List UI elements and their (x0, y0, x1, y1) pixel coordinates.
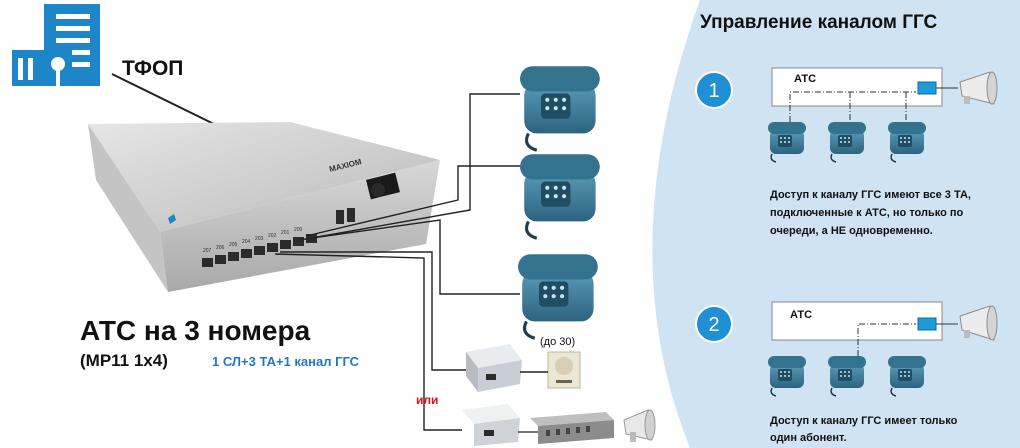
scenario-2: 2 АТС Доступ к каналу ГГС имеет только о… (695, 301, 998, 444)
pbx-model: (МР11 1х4) (80, 351, 168, 370)
pbx-title: АТС на 3 номера (80, 315, 311, 346)
intercom-module (466, 344, 522, 392)
up-to-label: (до 30) (540, 336, 575, 348)
pbx-logo-icon (168, 214, 176, 224)
horn-speaker-icon (623, 409, 656, 442)
scenario-2-pbx-label: АТС (790, 309, 812, 321)
svg-text:200: 200 (294, 227, 303, 233)
svg-text:Доступ к каналу ГГС имеет толь: Доступ к каналу ГГС имеет только (770, 415, 958, 427)
svg-text:Доступ к каналу ГГС имеют все: Доступ к каналу ГГС имеют все 3 ТА, (770, 189, 971, 201)
scenario-1-pbx-label: АТС (794, 73, 816, 85)
svg-text:203: 203 (255, 236, 264, 242)
svg-text:206: 206 (216, 245, 225, 251)
svg-text:очереди, а НЕ одновременно.: очереди, а НЕ одновременно. (770, 225, 933, 237)
wall-speaker-icon (547, 351, 581, 389)
svg-text:205: 205 (229, 242, 238, 248)
pstn-line (111, 73, 219, 127)
pbx-port-labels: 207 206 205 204 203 202 201 200 (203, 227, 303, 254)
svg-text:подключенные к АТС, но только: подключенные к АТС, но только по (770, 207, 964, 219)
svg-text:204: 204 (242, 239, 251, 245)
pstn-label: ТФОП (122, 57, 183, 80)
scenario-1-badge (695, 71, 733, 109)
scenario-1-amp-icon (917, 81, 937, 95)
scenario-1-description: Доступ к каналу ГГС имеют все 3 ТА, подк… (770, 189, 971, 237)
phone-large-1 (518, 64, 602, 152)
scenario-2-horn-icon (959, 305, 998, 341)
scenario-1: 1 АТС Доступ к каналу ГГС имеют все 3 ТА… (695, 67, 998, 237)
pbx-config: 1 СЛ+3 ТА+1 канал ГГС (212, 354, 360, 369)
phone-large-3 (516, 252, 600, 340)
svg-text:202: 202 (268, 233, 277, 239)
scenario-2-number: 2 (708, 314, 719, 336)
interface-module (462, 404, 520, 446)
phone-large-2 (518, 152, 602, 240)
svg-text:один абонент.: один абонент. (770, 432, 847, 444)
amplifier-icon (530, 412, 614, 444)
panel-header: Управление каналом ГГС (700, 12, 937, 33)
svg-text:207: 207 (203, 248, 212, 254)
building-icon (12, 4, 100, 86)
scenario-2-amp-icon (917, 317, 937, 331)
svg-text:201: 201 (281, 230, 290, 236)
wires (274, 93, 520, 431)
scenario-1-pbx-box (771, 67, 943, 107)
scenario-1-horn-icon (959, 71, 998, 105)
scenario-2-pbx-box (771, 301, 943, 341)
scenario-1-number: 1 (708, 80, 719, 102)
scenario-2-description: Доступ к каналу ГГС имеет только один аб… (770, 415, 958, 444)
scenario-2-badge (695, 305, 733, 343)
pbx-device: MAXIOM 207 206 205 204 203 202 201 200 (88, 122, 440, 292)
or-label: или (416, 393, 438, 407)
